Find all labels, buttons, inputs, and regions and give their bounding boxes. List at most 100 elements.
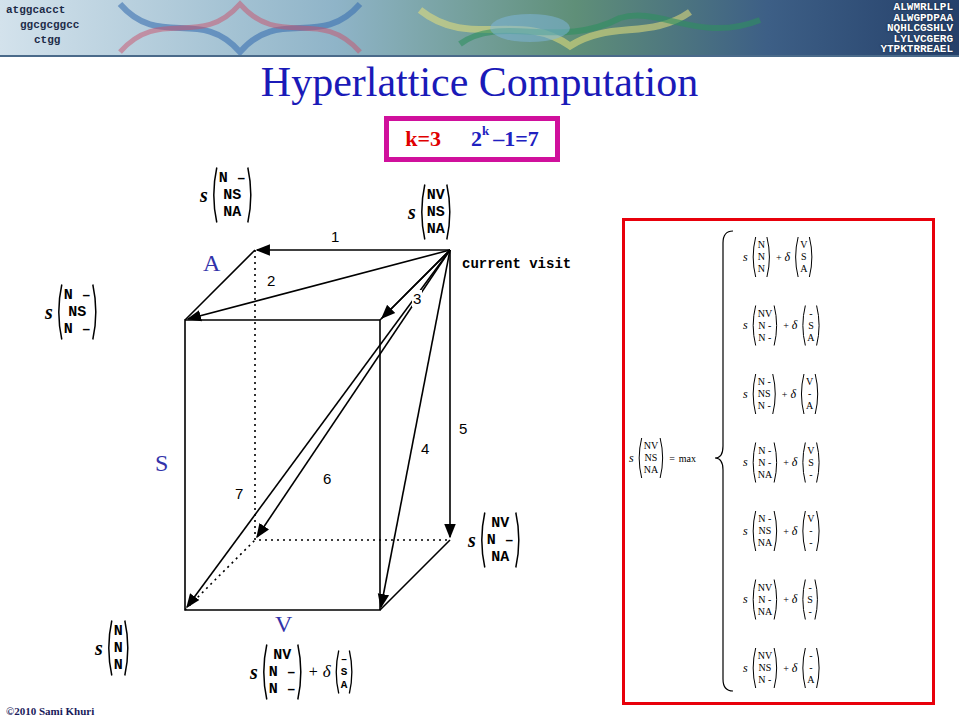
score-symbol: s [743, 250, 748, 265]
plus-sign: + [783, 320, 789, 331]
callout-number: 2 [266, 272, 276, 289]
parenthesis [809, 237, 812, 277]
sequence-entry: - [809, 650, 812, 662]
banner-sequence: ctgg [34, 34, 60, 46]
parenthesis [774, 511, 777, 551]
sequence-entry: N - [758, 400, 771, 412]
parenthesis [817, 306, 820, 346]
delta-symbol: δ [792, 318, 798, 333]
banner-sequence: ALWGPDPAA [894, 12, 953, 24]
sequence-entry: N [114, 657, 123, 674]
parenthesis [59, 285, 62, 340]
parenthesis [753, 237, 756, 277]
callout-number: 4 [420, 440, 430, 457]
plus-sign: + [776, 252, 782, 263]
delta-symbol: δ [792, 592, 798, 607]
sequence-entry: A [807, 674, 814, 686]
parenthesis [753, 306, 756, 346]
sequence-entry: S [341, 666, 348, 679]
parenthesis [803, 443, 806, 483]
banner-sequence: ggcgcggcc [20, 19, 79, 31]
sequence-entry: A [807, 332, 814, 344]
formula-text: 2 [471, 126, 482, 151]
parenthesis [336, 651, 339, 694]
sequence-entry: N - [758, 594, 771, 606]
sequence-entry: NA [758, 537, 772, 549]
max-operator: max [679, 453, 696, 464]
parenthesis [753, 443, 756, 483]
score-symbol: s [45, 301, 53, 324]
lattice-arrows [187, 250, 450, 607]
plus-sign: + [782, 389, 788, 400]
sequence-entry: N [114, 640, 123, 657]
parenthesis [767, 237, 770, 277]
sequence-entry: V [807, 445, 814, 457]
sequence-entry: NS [759, 662, 772, 674]
delta-symbol: δ [792, 661, 798, 676]
sequence-entry: V [807, 513, 814, 525]
sequence-entry: - [809, 308, 812, 320]
plus-sign: + [783, 526, 789, 537]
axis-label: S [155, 450, 168, 477]
sequence-entry: NA [644, 464, 658, 476]
sequence-entry: - [808, 582, 811, 594]
score-symbol: s [629, 451, 634, 466]
formula-group: 2k–1=7 [471, 126, 539, 152]
sequence-entry: NA [491, 549, 509, 566]
banner-sequence: YTPKTRREAEL [880, 43, 953, 55]
sequence-entry: NA [223, 204, 241, 221]
sequence-entry: NS [758, 388, 771, 400]
parenthesis [817, 443, 820, 483]
sequence-entry: S [808, 320, 814, 332]
sequence-entry: A [341, 679, 348, 692]
plus-sign: + [783, 594, 789, 605]
sequence-entry: NV [758, 582, 772, 594]
sequence-entry: NS [223, 187, 241, 204]
score-symbol: s [95, 637, 103, 660]
parenthesis [773, 374, 776, 414]
parenthesis [109, 621, 112, 676]
delta-symbol: δ [792, 455, 798, 470]
sequence-entry: N [758, 263, 765, 275]
sequence-entry: NV [491, 515, 509, 532]
sequence-entry: A [800, 263, 807, 275]
sequence-entry: - [809, 469, 812, 481]
sequence-entry: N – [269, 664, 296, 681]
sequence-entry: N – [269, 681, 296, 698]
sequence-entry: - [808, 388, 811, 400]
parenthesis [753, 648, 756, 688]
parenthesis [774, 443, 777, 483]
parenthesis [93, 285, 96, 340]
parenthesis [796, 237, 799, 277]
callout-number: 5 [458, 420, 468, 437]
parenthesis [753, 511, 756, 551]
parenthesis [803, 511, 806, 551]
score-symbol: s [743, 387, 748, 402]
sequence-entry: NS [68, 304, 86, 321]
formula-text: –1=7 [493, 126, 539, 151]
parenthesis [264, 645, 267, 700]
sequence-entry: N [114, 623, 123, 640]
banner [0, 0, 959, 57]
sequence-entry: N - [758, 320, 771, 332]
parenthesis [298, 645, 301, 700]
sequence-entry: NS [645, 452, 658, 464]
sequence-entry: N - [758, 445, 771, 457]
parenthesis [715, 231, 733, 691]
sequence-entry: N - [758, 674, 771, 686]
sequence-entry: NA [758, 469, 772, 481]
parenthesis [817, 648, 820, 688]
delta-symbol: δ [785, 250, 791, 265]
parenthesis [660, 438, 663, 478]
parenthesis [815, 374, 818, 414]
sequence-entry: NA [758, 606, 772, 618]
banner-sequence: LYLVCGERG [894, 33, 953, 45]
plus-sign: + [783, 663, 789, 674]
parenthesis [803, 648, 806, 688]
sequence-entry: NV [427, 187, 445, 204]
score-symbol: s [250, 661, 258, 684]
axis-label: A [203, 250, 220, 277]
parenthesis [639, 438, 642, 478]
parenthesis [516, 513, 519, 568]
